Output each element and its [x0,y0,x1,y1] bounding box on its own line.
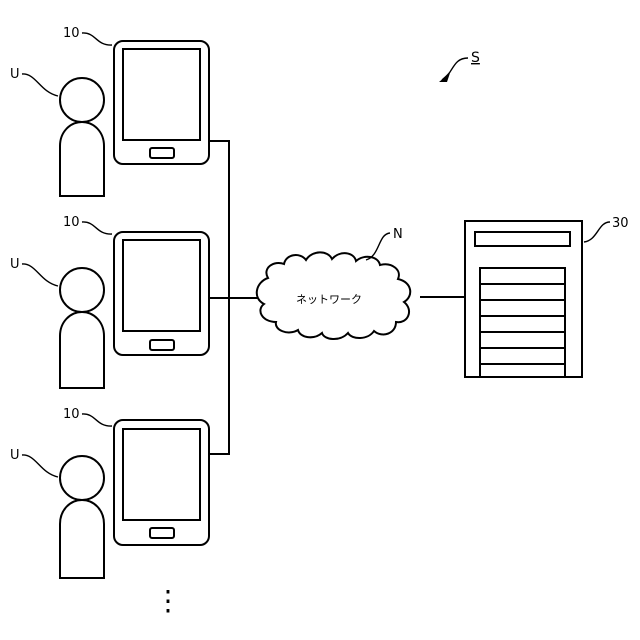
user-label: U [10,67,20,82]
terminal-leader-line [82,33,112,45]
user-head [60,268,104,312]
terminal-1: 10 U [10,26,209,196]
terminal-2: 10 U [10,215,209,388]
user-body [60,122,104,196]
system-label: S [471,50,480,66]
user-head [60,78,104,122]
server-ref-label: 30 [612,216,629,231]
tablet-body [114,41,209,164]
network-ref-label: N [393,227,403,242]
user-label: U [10,448,20,463]
terminal-leader-line [82,414,112,426]
user-body [60,500,104,578]
tablet-body [114,420,209,545]
user-head [60,456,104,500]
terminal-ref-label: 10 [63,407,80,422]
server-leader-line [584,222,610,242]
user-label: U [10,257,20,272]
tablet-body [114,232,209,355]
terminal-leader-line [82,222,112,234]
terminal-3: 10 U [10,407,209,578]
network-cloud: ネットワーク N [257,227,410,339]
terminal-ref-label: 10 [63,26,80,41]
user-leader-line [22,264,58,286]
terminal-ref-label: 10 [63,215,80,230]
continuation-dots: ⋮ [154,584,182,617]
user-body [60,312,104,388]
user-leader-line [22,455,58,477]
system-label-group: S [439,50,480,82]
user-leader-line [22,74,58,96]
system-arrow-head [439,73,450,82]
server: 30 [465,216,629,377]
network-text: ネットワーク [296,293,362,306]
